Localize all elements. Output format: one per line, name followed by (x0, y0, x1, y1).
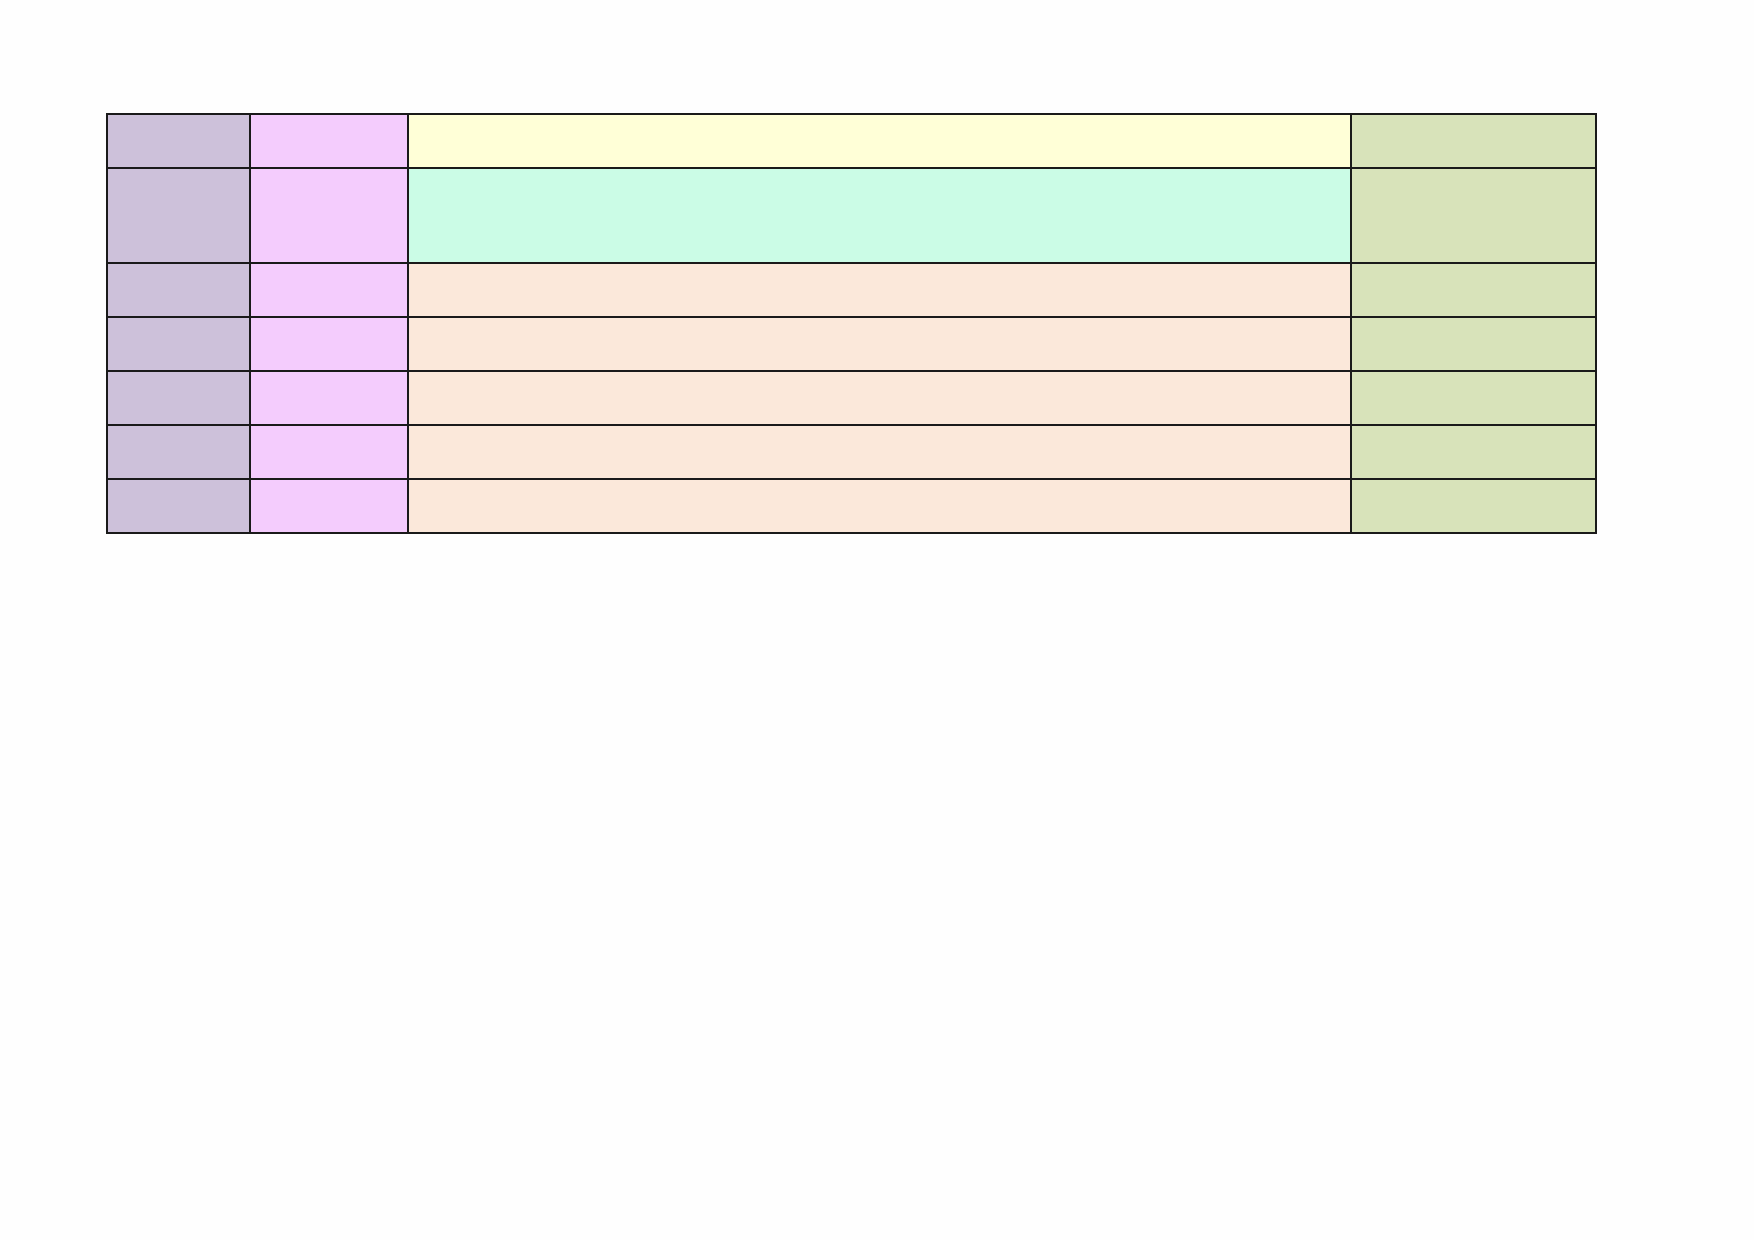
table-cell (105, 478, 252, 534)
table-cell (105, 167, 252, 264)
table-cell (407, 478, 1352, 534)
table-cell (1349, 262, 1598, 318)
table-cell (1349, 167, 1598, 264)
table-row-header (105, 113, 1598, 169)
table-cell (105, 370, 252, 426)
table-row (105, 424, 1598, 480)
table-cell (249, 370, 410, 426)
table-cell (1349, 113, 1598, 169)
color-grid-table (105, 113, 1598, 534)
table-cell (407, 262, 1352, 318)
table-cell (1349, 478, 1598, 534)
table-cell (249, 262, 410, 318)
table-row-subheader (105, 167, 1598, 264)
table-cell (249, 316, 410, 372)
table-row (105, 262, 1598, 318)
table-cell (249, 424, 410, 480)
table-cell (105, 424, 252, 480)
table-cell (105, 113, 252, 169)
table-cell (407, 167, 1352, 264)
table-cell (407, 424, 1352, 480)
table-row (105, 478, 1598, 534)
table-cell (249, 167, 410, 264)
table-row (105, 316, 1598, 372)
table-cell (407, 316, 1352, 372)
table-cell (1349, 370, 1598, 426)
table-cell (249, 478, 410, 534)
table-row (105, 370, 1598, 426)
table-cell (1349, 424, 1598, 480)
table-cell (1349, 316, 1598, 372)
table-cell (407, 370, 1352, 426)
table-cell (249, 113, 410, 169)
table-cell (105, 262, 252, 318)
table-cell (407, 113, 1352, 169)
table-cell (105, 316, 252, 372)
